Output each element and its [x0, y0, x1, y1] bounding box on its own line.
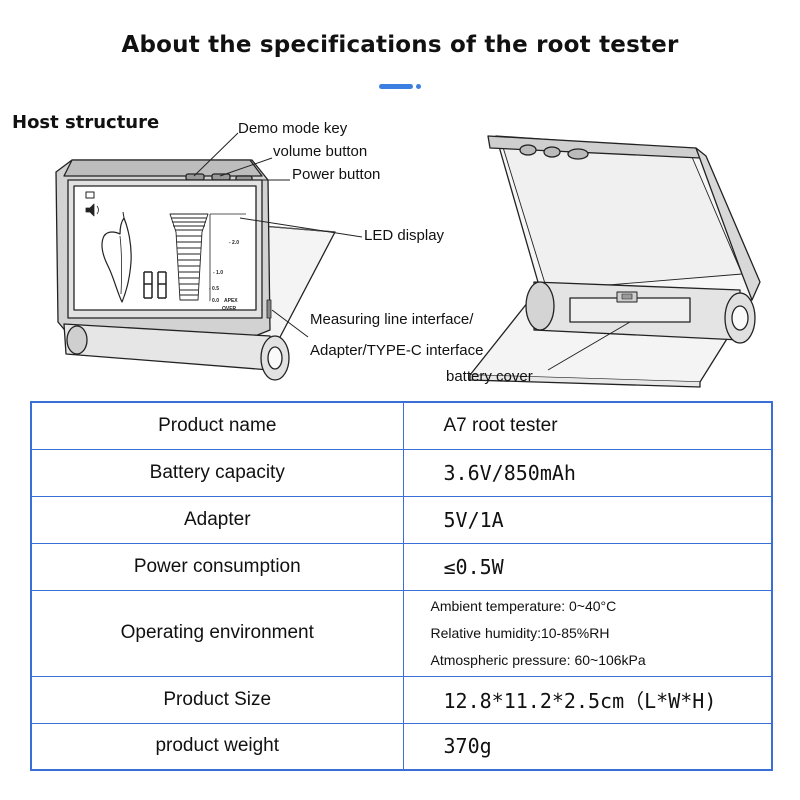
callout-battery-cover: battery cover: [446, 368, 533, 385]
leader-battery: [547, 321, 631, 371]
spec-label: Battery capacity: [30, 448, 404, 497]
scale-over: OVER: [222, 306, 237, 312]
section-title: Host structure: [12, 112, 160, 133]
leader-volume: [219, 157, 273, 177]
callout-measuring-line: Measuring line interface/: [310, 311, 474, 328]
spec-value: 3.6V/850mAh: [402, 448, 773, 497]
scale-1-0: - 1.0: [213, 270, 223, 276]
table-row: Power consumption ≤0.5W: [30, 542, 773, 591]
spec-value-environment: Ambient temperature: 0~40°C Relative hum…: [402, 589, 773, 677]
spec-table: Product name A7 root tester Battery capa…: [30, 401, 773, 771]
title-accent-dot: [416, 84, 421, 89]
volume-button-key: [211, 173, 231, 181]
table-row: Operating environment Ambient temperatur…: [30, 589, 773, 677]
leader-port: [271, 309, 309, 338]
scale-0-5: - 0.5: [209, 286, 219, 292]
spec-value: 370g: [402, 722, 773, 771]
back-button-2: [543, 146, 561, 158]
spec-value: ≤0.5W: [402, 542, 773, 591]
back-button-3: [567, 148, 589, 160]
measuring-line-port: [266, 299, 272, 319]
spec-label: product weight: [30, 722, 404, 771]
host-structure-diagram: - 2.0 - 1.0 - 0.5 - 0.0 APEX OVER: [55, 132, 761, 388]
scale-apex: APEX: [224, 298, 238, 304]
seven-segment-88: [143, 271, 167, 299]
bar-meter: [169, 213, 209, 301]
page-title: About the specifications of the root tes…: [121, 32, 679, 58]
front-screen: [73, 185, 257, 311]
spec-label: Adapter: [30, 495, 404, 544]
table-row: Product Size 12.8*11.2*2.5cm（L*W*H): [30, 675, 773, 724]
callout-led-display: LED display: [364, 227, 445, 244]
tooth-graphic: [101, 217, 132, 303]
spec-label: Power consumption: [30, 542, 404, 591]
leader-demo: [193, 132, 239, 177]
spec-label: Product name: [30, 401, 404, 450]
spec-label: Product Size: [30, 675, 404, 724]
scale-0-0: - 0.0: [209, 298, 219, 304]
spec-label: Operating environment: [30, 589, 404, 677]
callout-volume-button: volume button: [273, 143, 368, 160]
callout-demo-mode-key: Demo mode key: [238, 120, 348, 137]
spec-value: A7 root tester: [402, 401, 773, 450]
spec-value: 5V/1A: [402, 495, 773, 544]
back-button-1: [519, 144, 537, 156]
leader-led: [239, 217, 363, 238]
title-accent-bar: [379, 84, 413, 89]
env-humidity: Relative humidity:10-85%RH: [430, 624, 610, 641]
table-row: Adapter 5V/1A: [30, 495, 773, 544]
table-row: Battery capacity 3.6V/850mAh: [30, 448, 773, 497]
spec-value: 12.8*11.2*2.5cm（L*W*H): [402, 675, 773, 724]
table-row: product weight 370g: [30, 722, 773, 771]
env-temperature: Ambient temperature: 0~40°C: [430, 597, 617, 614]
table-row: Product name A7 root tester: [30, 401, 773, 450]
callout-adapter-typec: Adapter/TYPE-C interface: [310, 342, 484, 359]
scale-2-0: - 2.0: [229, 240, 239, 246]
env-pressure: Atmospheric pressure: 60~106kPa: [430, 651, 646, 668]
callout-power-button: Power button: [292, 166, 381, 183]
